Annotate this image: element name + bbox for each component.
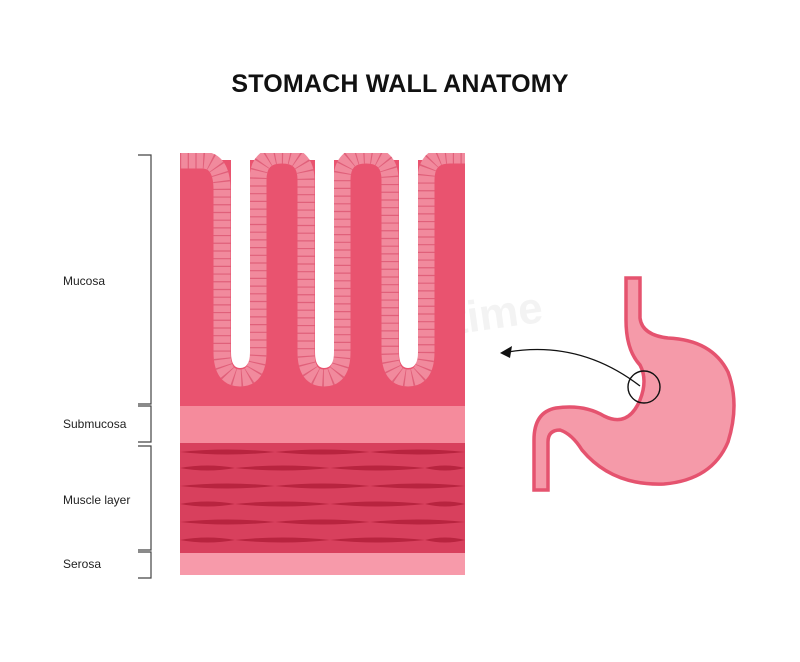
muscle-fiber [425, 501, 465, 507]
muscle-fiber [235, 537, 330, 543]
muscle-fiber [425, 465, 465, 471]
label-mucosa: Mucosa [63, 274, 106, 288]
submucosa-layer [180, 406, 465, 443]
label-serosa: Serosa [63, 557, 102, 571]
top-clip [175, 140, 475, 153]
muscle-fiber [425, 537, 465, 543]
muscle-fiber [235, 465, 330, 471]
gastric-pit-2 [315, 160, 334, 368]
focus-circle [627, 370, 661, 404]
muscle-fibers [180, 449, 465, 543]
muscle-fiber [275, 483, 370, 489]
stomach-outline [532, 276, 736, 492]
muscle-fiber [180, 449, 275, 455]
muscle-fiber [180, 501, 235, 507]
gastric-pit-3 [399, 160, 418, 368]
muscle-fiber [370, 449, 465, 455]
arrow-line [507, 348, 641, 387]
label-muscle-layer: Muscle layer [63, 493, 131, 507]
label-submucosa: Submucosa [63, 417, 127, 431]
muscle-fiber [275, 449, 370, 455]
bracket-mucosa [138, 154, 152, 405]
muscle-fiber [180, 465, 235, 471]
arrow-head [500, 346, 512, 358]
muscle-layer [180, 443, 465, 553]
pointer-arrow [500, 346, 641, 387]
bracket-muscle [138, 445, 152, 551]
muscle-fiber [180, 537, 235, 543]
epithelium-cell-edge [180, 146, 465, 387]
muscle-fiber [370, 519, 465, 525]
muscle-fiber [235, 501, 330, 507]
bracket-serosa [138, 551, 152, 579]
muscle-fiber [330, 465, 425, 471]
muscle-fiber [370, 483, 465, 489]
bracket-submucosa [138, 405, 152, 443]
muscle-fiber [275, 519, 370, 525]
stomach-illustration [532, 276, 736, 492]
gastric-pit-1 [231, 160, 250, 368]
layer-brackets [138, 154, 152, 579]
tissue-block [175, 140, 475, 575]
muscle-fiber [330, 537, 425, 543]
page-title: STOMACH WALL ANATOMY [231, 70, 569, 98]
muscle-fiber [180, 519, 275, 525]
muscle-fiber [330, 501, 425, 507]
muscle-fiber [180, 483, 275, 489]
serosa-layer [180, 553, 465, 575]
